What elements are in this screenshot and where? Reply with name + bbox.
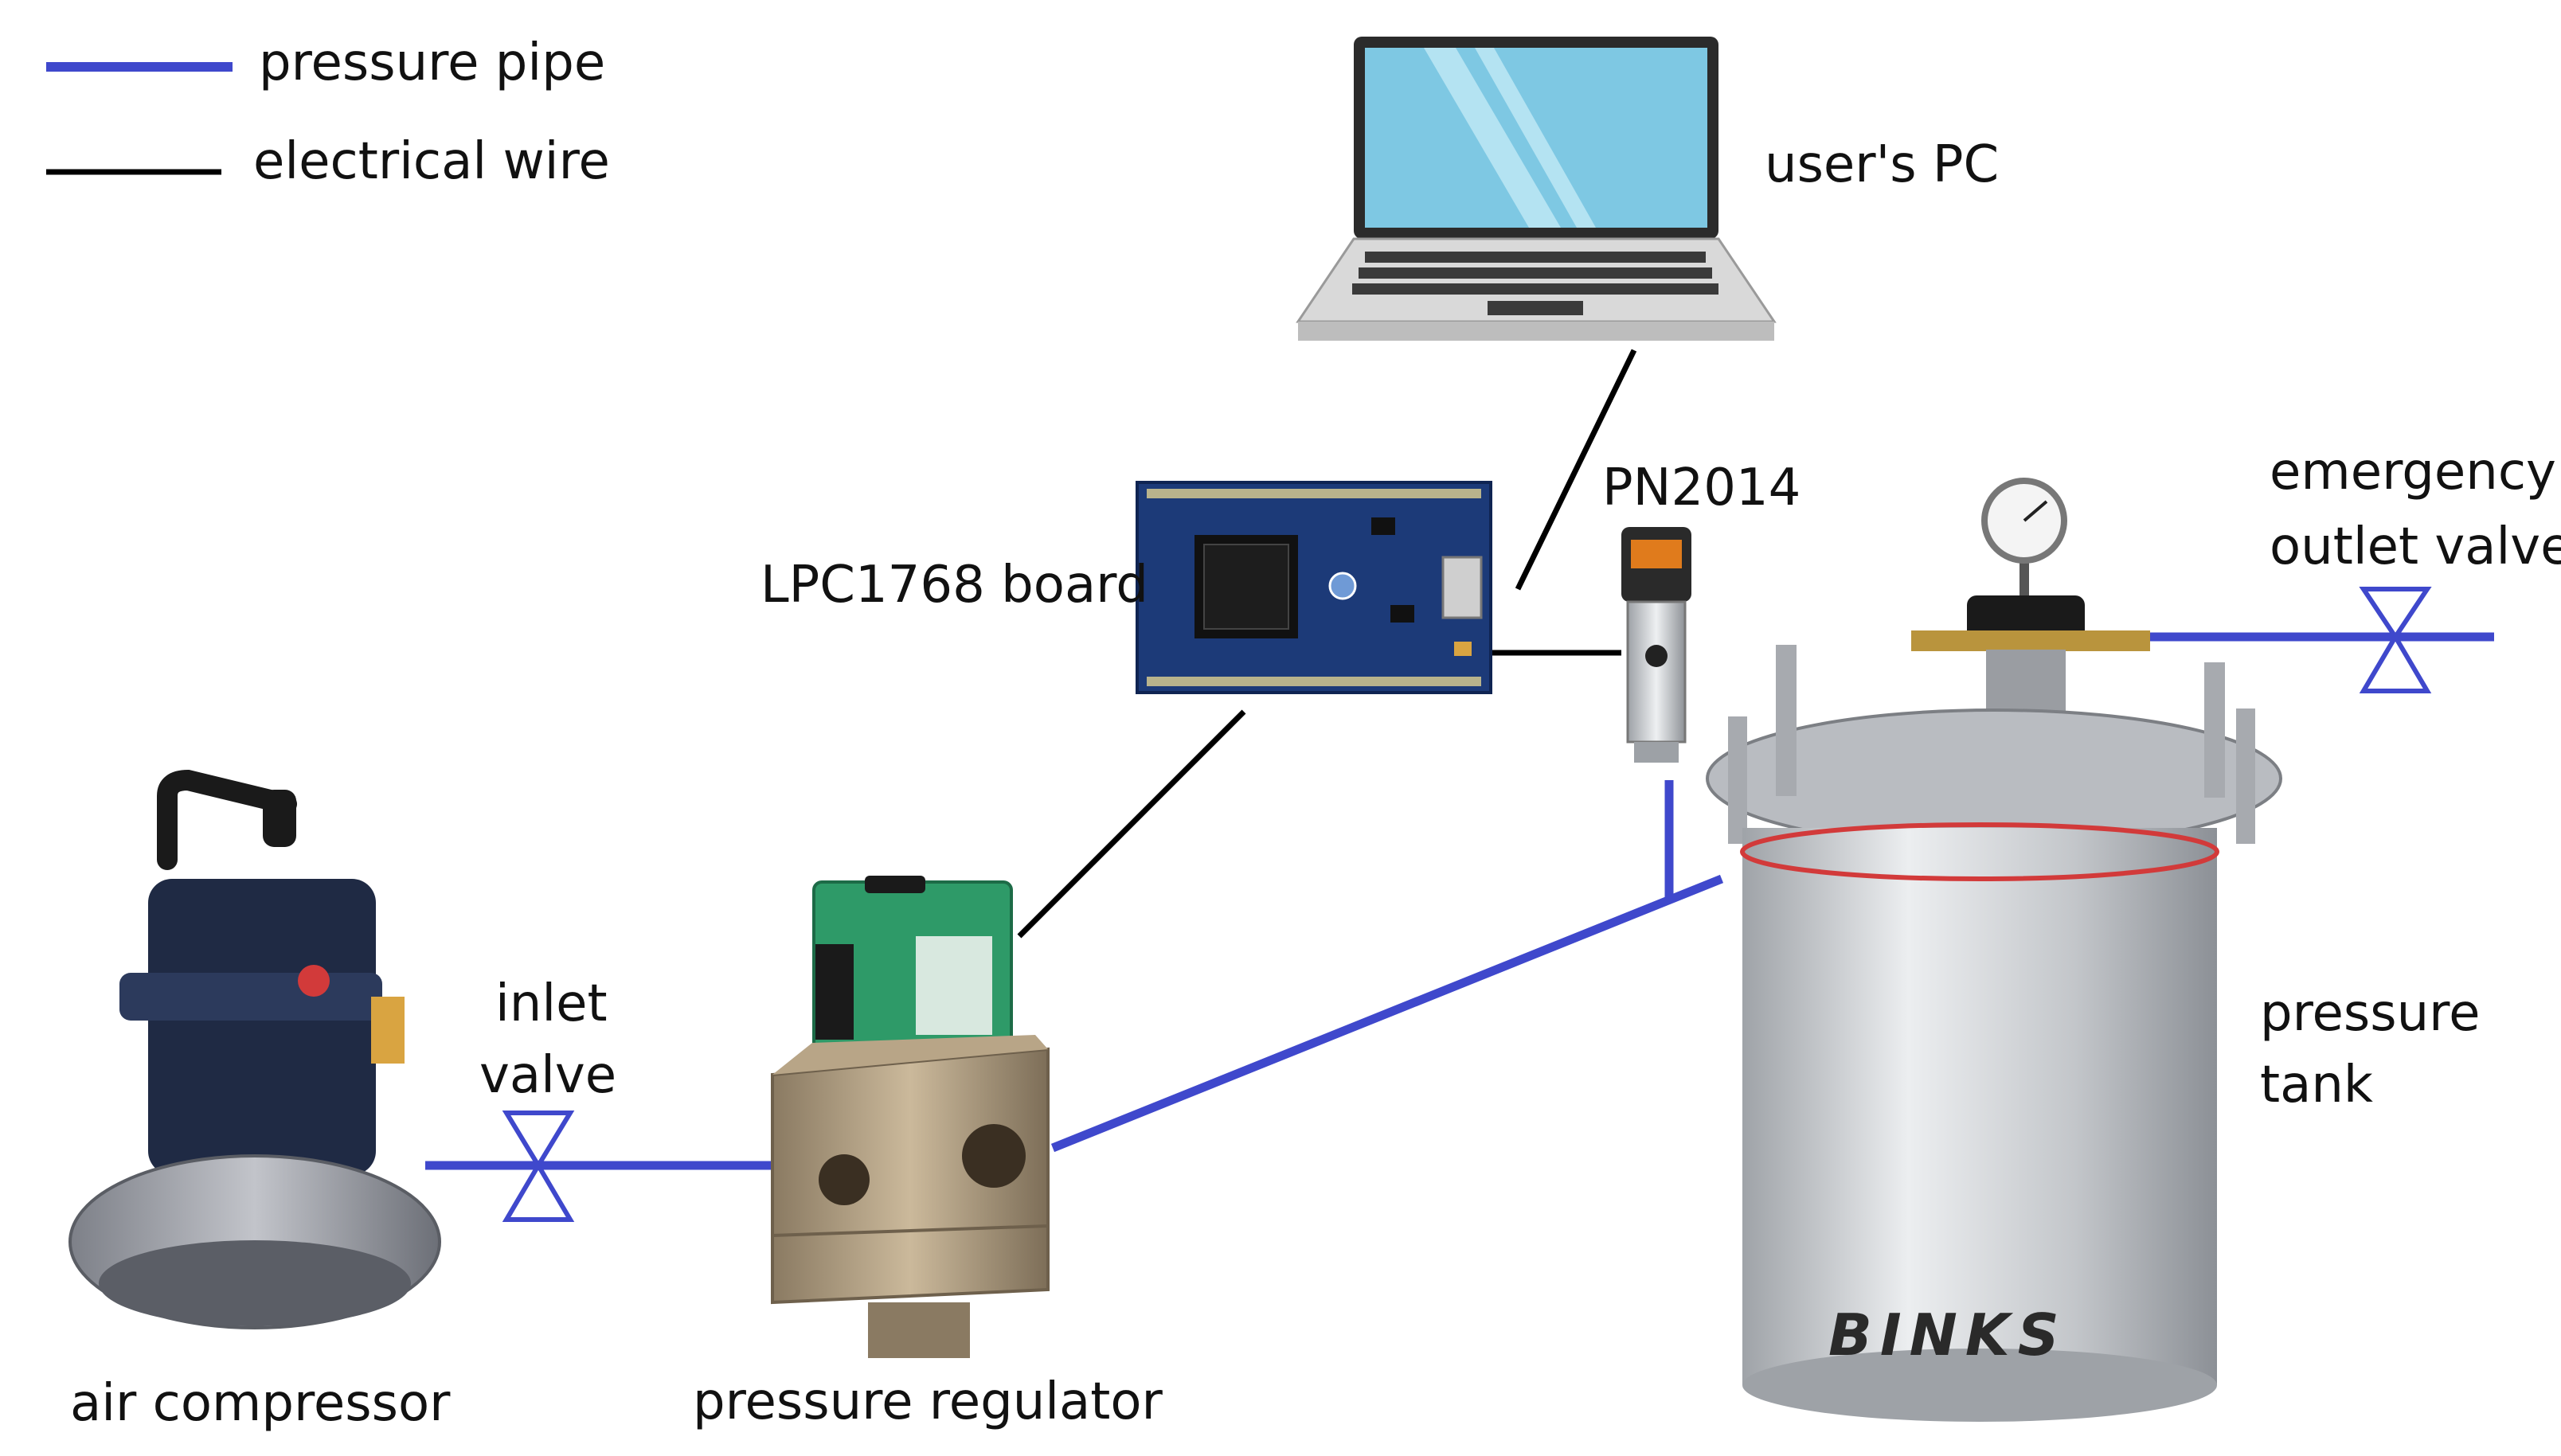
- label-inlet-line1: inlet: [495, 974, 608, 1033]
- label-compressor: air compressor: [70, 1374, 451, 1433]
- label-tank-line2: tank: [2260, 1056, 2373, 1114]
- pipe-regulator-to-tank: [1050, 874, 1724, 1153]
- lpc1768-board-image: [1136, 481, 1492, 694]
- label-board: LPC1768 board: [760, 556, 1148, 615]
- inlet-valve-symbol: [502, 1111, 575, 1222]
- wire-board-to-regulator: [1017, 709, 1246, 939]
- wire-pc-to-board: [1515, 349, 1637, 591]
- laptop-icon: [1296, 37, 1777, 341]
- label-inlet-line2: valve: [479, 1046, 616, 1105]
- electrical-wires: [1017, 349, 1637, 939]
- legend-pipe-label: pressure pipe: [259, 33, 605, 92]
- pressure-pipes: [425, 632, 2494, 1170]
- label-emergency-line2: outlet valve: [2270, 517, 2561, 576]
- keyboard: [1352, 252, 1718, 295]
- label-sensor: PN2014: [1602, 459, 1801, 517]
- label-regulator: pressure regulator: [693, 1372, 1163, 1431]
- legend: pressure pipe electrical wire: [46, 33, 610, 191]
- air-compressor-image: [68, 769, 441, 1329]
- label-users-pc: user's PC: [1765, 135, 1999, 194]
- label-emergency-line1: emergency: [2270, 443, 2556, 502]
- legend-wire-label: electrical wire: [253, 132, 610, 191]
- pressure-regulator-image: [771, 876, 1050, 1358]
- emergency-valve-symbol: [2359, 587, 2432, 693]
- tank-brand-logo: BINKS: [1828, 1302, 2067, 1368]
- pressure-tank-image: BINKS: [1706, 478, 2282, 1422]
- pn2014-sensor-image: [1621, 527, 1691, 763]
- label-tank-line1: pressure: [2260, 984, 2480, 1043]
